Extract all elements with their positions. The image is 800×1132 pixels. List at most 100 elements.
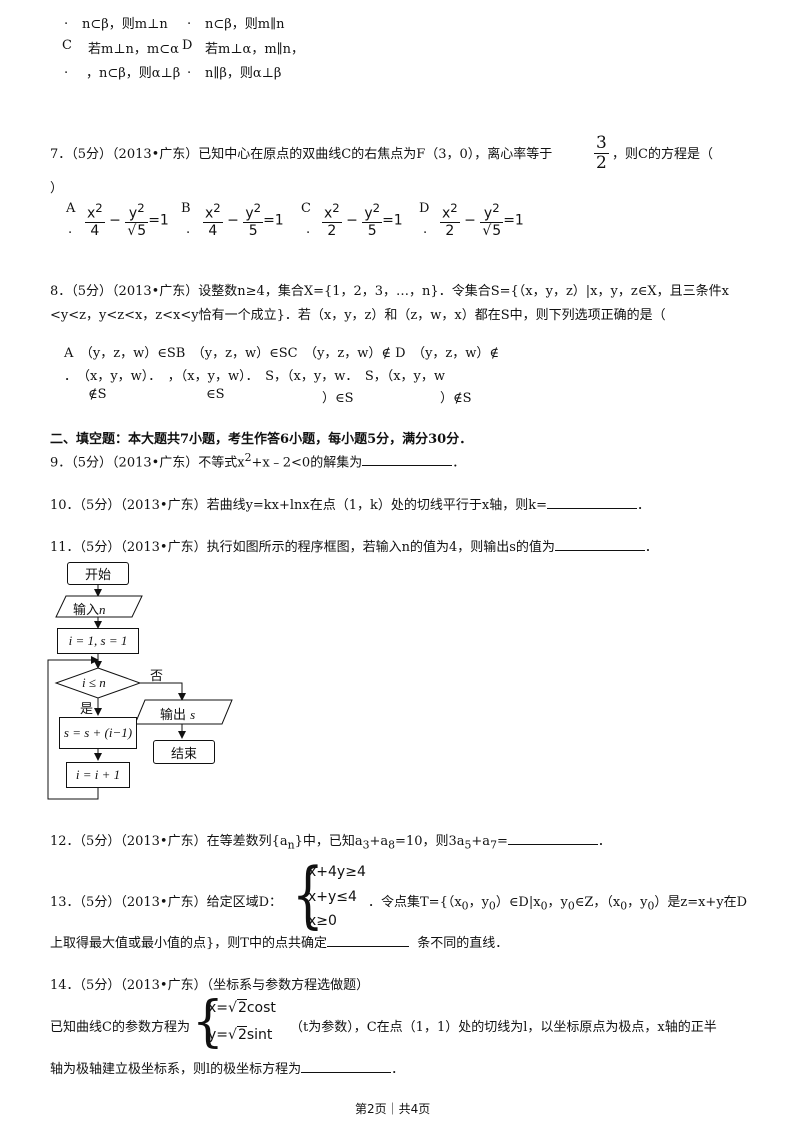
- q9-end: ．: [452, 455, 466, 471]
- flowchart-update-s-label: s = s + (i−1): [63, 725, 133, 740]
- q7-c-x: x: [324, 205, 333, 222]
- q13-ineq-1: x+4y≥4: [308, 864, 366, 880]
- q14-eq1-c: cost: [246, 1000, 276, 1016]
- q7-a-minus: −: [109, 212, 121, 229]
- q12-plus: +a: [369, 834, 389, 849]
- q7-a-y-sup: 2: [137, 201, 145, 215]
- q10-answer-blank[interactable]: [547, 496, 638, 509]
- q14-line-2-pre: 已知曲线C的参数方程为: [50, 1020, 190, 1035]
- q11-end: ．: [644, 540, 658, 555]
- q8-line-2: <y<z，y<z<x，z<x<y恰有一个成立}．若（x，y，z）和（z，w，x）…: [50, 308, 666, 323]
- question-9: 9．（5分）（2013•广东）不等式x2+x﹣2<0的解集为．: [50, 451, 465, 470]
- q7-d-den2: 5: [491, 221, 502, 239]
- q7-a-sqrt: √: [127, 222, 137, 239]
- q13-ineq-2: x+y≤4: [308, 889, 357, 905]
- q6-dot-b: .: [187, 13, 192, 28]
- q11-stem: 11．（5分）（2013•广东）执行如图所示的程序框图，若输入n的值为4，则输出…: [50, 540, 555, 555]
- q7-frac-num: 3: [594, 133, 609, 154]
- flowchart-input-var: n: [99, 602, 106, 617]
- input-parallelogram: [55, 595, 143, 618]
- q7-label-a: A: [66, 201, 76, 216]
- q14-eq1-a: x=: [208, 1000, 229, 1016]
- q7-a-y: y: [128, 205, 138, 222]
- q6-label-d: D: [182, 38, 193, 53]
- q7-c-den1: 2: [327, 222, 337, 239]
- q7-dot-d: .: [423, 222, 428, 237]
- q8-option-c-end: ）∈S: [322, 391, 354, 406]
- q14-line-3: 轴为极轴建立极坐标系，则l的极坐标方程为．: [50, 1058, 404, 1077]
- arrow-loop-back: [47, 656, 99, 800]
- q8-option-d-end: ）∉S: [440, 391, 472, 406]
- q13-post-5: ∈Z，（x: [574, 895, 621, 910]
- flowchart-no-label: 否: [150, 669, 164, 684]
- q7-b-den2: 5: [248, 222, 258, 239]
- q14-eq2-a: y=: [208, 1027, 229, 1043]
- q12-mid: }中，已知a: [294, 834, 363, 849]
- q12-post: =: [496, 834, 508, 849]
- q12-sub-3: 3: [362, 838, 370, 852]
- q7-label-b: B: [181, 201, 191, 216]
- q9-stem-post: +x﹣2<0的解集为: [251, 455, 363, 471]
- question-10: 10．（5分）（2013•广东）若曲线y=kx+lnx在点（1，k）处的切线平行…: [50, 494, 650, 513]
- q7-a-x-sup: 2: [95, 201, 103, 215]
- q7-close-paren: ）: [50, 181, 64, 196]
- flowchart-update-s: s = s + (i−1): [59, 717, 137, 749]
- q14-eq2-c: sint: [246, 1027, 273, 1043]
- q14-line-2-post: （t为参数），C在点（1，1）处的切线为l，以坐标原点为极点，x轴的正半: [290, 1020, 717, 1035]
- q10-stem: 10．（5分）（2013•广东）若曲线y=kx+lnx在点（1，k）处的切线平行…: [50, 498, 548, 513]
- q12-end: ．: [597, 834, 611, 849]
- q7-a-eq: =1: [148, 212, 169, 229]
- flowchart-input-label: 输入n: [73, 599, 106, 618]
- q8-option-b-end: ∈S: [206, 387, 225, 402]
- q7-c-y: y: [364, 205, 373, 222]
- q7-d-sqrt: √: [482, 222, 492, 239]
- q13-line-2-text: 上取得最大值或最小值的点}，则T中的点共确定: [50, 936, 327, 951]
- q13-post: ．令点集T={（x0，y0）∈D|x0，y0∈Z，（x0，y0）是z=x+y在D: [368, 891, 747, 913]
- question-11: 11．（5分）（2013•广东）执行如图所示的程序框图，若输入n的值为4，则输出…: [50, 536, 658, 555]
- q8-option-a-end: ∉S: [88, 387, 107, 402]
- q13-system-brace: {: [292, 852, 324, 937]
- q13-pre: 13．（5分）（2013•广东）给定区域D：: [50, 895, 282, 910]
- q8-options-line-1: A （y，z，w）∈SB （y，z，w）∈SC （y，z，w）∉ D （y，z，…: [64, 346, 500, 361]
- flowchart-output-label: 输出 s: [160, 704, 195, 723]
- q6-dot-d: .: [187, 62, 192, 77]
- q12-pre: 12．（5分）（2013•广东）在等差数列{a: [50, 834, 288, 849]
- q14-answer-blank[interactable]: [301, 1060, 392, 1073]
- flowchart-end-label: 结束: [170, 746, 197, 762]
- q7-c-x-sup: 2: [332, 201, 340, 215]
- flowchart-update-i-label: i = i + 1: [75, 767, 121, 782]
- q7-c-den2: 5: [367, 222, 377, 239]
- flowchart-output-var: s: [190, 707, 196, 722]
- q7-stem-end: ，则C的方程是（: [612, 147, 713, 162]
- q7-dot-b: .: [186, 222, 191, 237]
- q6-option-a-text: n⊂β，则m⊥n: [82, 17, 168, 32]
- q12-sub-7: 7: [490, 838, 497, 852]
- section-2-heading: 二、填空题：本大题共7小题，考生作答6小题，每小题5分，满分30分．: [50, 432, 473, 447]
- q9-stem-pre: 9．（5分）（2013•广东）不等式x: [50, 455, 245, 471]
- q9-answer-blank[interactable]: [362, 453, 453, 467]
- q12-answer-blank[interactable]: [507, 832, 598, 845]
- q13-line-2: 上取得最大值或最小值的点}，则T中的点共确定 条不同的直线．: [50, 932, 508, 951]
- q7-c-eq: =1: [382, 212, 403, 229]
- flowchart-output-text: 输出: [160, 708, 187, 723]
- q12-plus2: +a: [471, 834, 491, 849]
- flowchart-condition-label: i ≤ n: [82, 675, 106, 690]
- q13-sub-a: 0: [461, 899, 469, 913]
- q13-ineq-3: x≥0: [308, 913, 337, 929]
- q10-end: ．: [637, 498, 651, 513]
- q7-a-den2: 5: [136, 221, 147, 239]
- q7-d-x-sup: 2: [450, 201, 458, 215]
- q6-dot-c: .: [64, 62, 69, 77]
- q13-post-6: ，y: [627, 895, 648, 910]
- q7-label-d: D: [419, 201, 430, 216]
- q13-answer-blank[interactable]: [326, 934, 409, 947]
- q13-sub-c: 0: [540, 899, 548, 913]
- q14-eq1-b: 2: [236, 999, 247, 1016]
- q11-answer-blank[interactable]: [554, 538, 645, 551]
- q7-stem: 7．（5分）（2013•广东）已知中心在原点的双曲线C的右焦点为F（3，0），离…: [50, 147, 553, 162]
- q7-b-x: x: [205, 205, 214, 222]
